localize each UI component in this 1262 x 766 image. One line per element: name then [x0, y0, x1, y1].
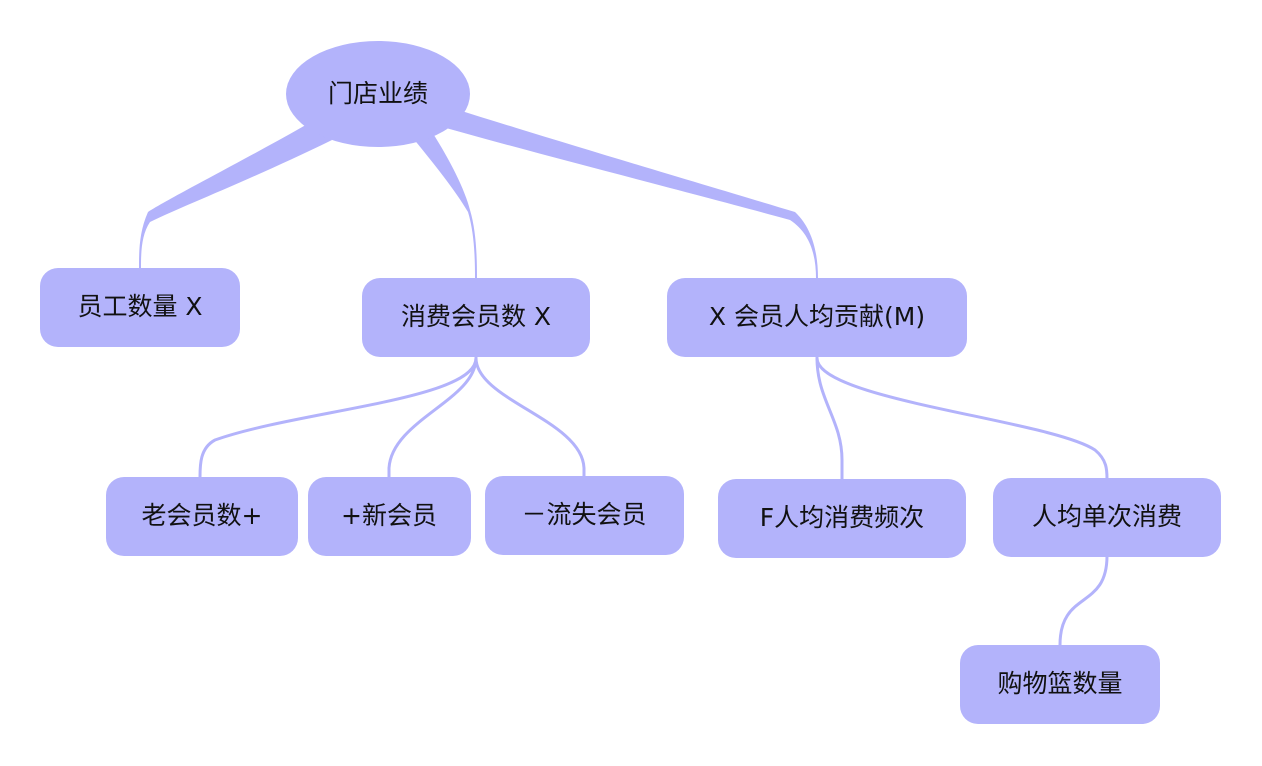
node-lost-members-label: －流失会员 [521, 500, 646, 529]
root-node[interactable]: 门店业绩 [286, 41, 470, 147]
node-lost-members[interactable]: －流失会员 [485, 476, 684, 555]
branch-member-count-to-old-members [198, 356, 478, 479]
child-branches [198, 356, 1109, 647]
node-old-members[interactable]: 老会员数+ [106, 477, 298, 556]
node-avg-contribution[interactable]: X 会员人均贡献(M) [667, 278, 967, 357]
node-new-members-box [308, 477, 471, 556]
branch-root-to-staff-count [139, 118, 332, 268]
node-basket-size[interactable]: 购物篮数量 [960, 645, 1160, 724]
node-old-members-label: 老会员数+ [142, 501, 263, 530]
node-visit-frequency-box [718, 479, 966, 558]
node-avg-contribution-box [667, 278, 967, 357]
node-avg-spend-box [993, 478, 1221, 557]
branch-member-count-to-lost-members [474, 356, 586, 478]
root-node-label: 门店业绩 [328, 79, 428, 108]
node-new-members-label: +新会员 [341, 501, 437, 530]
node-staff-count-label: 员工数量 X [77, 292, 202, 321]
branch-avg-contribution-to-avg-spend [815, 356, 1109, 481]
node-member-count-box [362, 278, 590, 357]
node-visit-frequency-label: F人均消费频次 [760, 503, 924, 532]
branch-avg-contribution-to-visit-frequency [815, 356, 844, 481]
branch-root-to-avg-contribution [446, 108, 818, 278]
node-staff-count[interactable]: 员工数量 X [40, 268, 240, 347]
root-branches [139, 108, 818, 278]
branch-member-count-to-new-members [387, 356, 478, 479]
branch-avg-spend-to-basket-size [1058, 554, 1109, 647]
node-basket-size-box [960, 645, 1160, 724]
node-avg-contribution-label: X 会员人均贡献(M) [709, 302, 925, 331]
node-new-members[interactable]: +新会员 [308, 477, 471, 556]
node-basket-size-label: 购物篮数量 [997, 669, 1122, 698]
node-avg-spend-label: 人均单次消费 [1032, 502, 1182, 531]
root-node-shape [286, 41, 470, 147]
node-old-members-box [106, 477, 298, 556]
node-member-count-label: 消费会员数 X [401, 302, 551, 331]
branch-root-to-member-count [408, 132, 477, 278]
node-member-count[interactable]: 消费会员数 X [362, 278, 590, 357]
node-visit-frequency[interactable]: F人均消费频次 [718, 479, 966, 558]
node-lost-members-box [485, 476, 684, 555]
node-staff-count-box [40, 268, 240, 347]
node-avg-spend[interactable]: 人均单次消费 [993, 478, 1221, 557]
